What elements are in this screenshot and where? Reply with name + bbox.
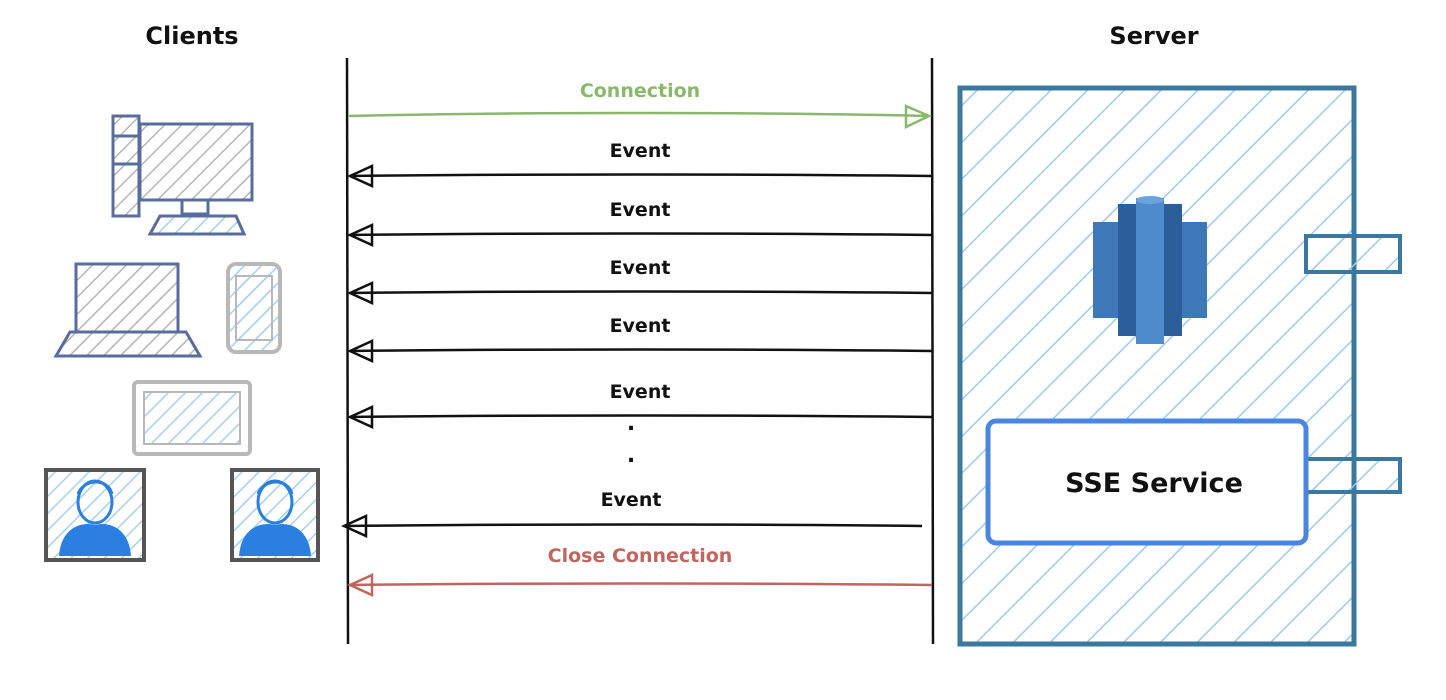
server-port-bottom: [1304, 457, 1402, 494]
sse-service-box: [985, 418, 1309, 546]
close-connection-label: Close Connection: [548, 545, 733, 567]
event-arrow-5: [346, 405, 933, 429]
client-lifeline: [345, 57, 350, 645]
event-arrow-1: [346, 164, 933, 188]
tablet-icon: [132, 380, 252, 456]
smartphone-icon: [226, 262, 282, 354]
laptop-icon: [53, 262, 203, 358]
event-label-2: Event: [610, 199, 671, 221]
connection-arrow: [348, 104, 933, 129]
event-arrow-4: [346, 339, 933, 363]
server-header: Server: [1109, 22, 1198, 50]
ellipsis-dot-1: .: [627, 411, 635, 436]
ellipsis-dot-2: .: [627, 443, 635, 468]
event-arrow-last: [340, 514, 923, 538]
desktop-computer-icon: [111, 114, 254, 236]
sse-service-label: SSE Service: [1065, 468, 1243, 499]
server-port-top: [1304, 234, 1402, 274]
event-label-3: Event: [610, 257, 671, 279]
event-label-1: Event: [610, 140, 671, 162]
connection-label: Connection: [580, 80, 700, 102]
event-label-last: Event: [601, 489, 662, 511]
close-connection-arrow: [346, 573, 933, 597]
server-lifeline: [930, 57, 935, 645]
user-avatar-icon: [230, 468, 320, 562]
event-arrow-3: [346, 281, 933, 305]
amazon-redshift-icon: [1093, 196, 1207, 344]
event-label-5: Event: [610, 381, 671, 403]
clients-header: Clients: [145, 22, 238, 50]
event-arrow-2: [346, 223, 933, 247]
server-box: [957, 85, 1402, 647]
user-avatar-icon: [44, 468, 146, 562]
event-label-4: Event: [610, 315, 671, 337]
